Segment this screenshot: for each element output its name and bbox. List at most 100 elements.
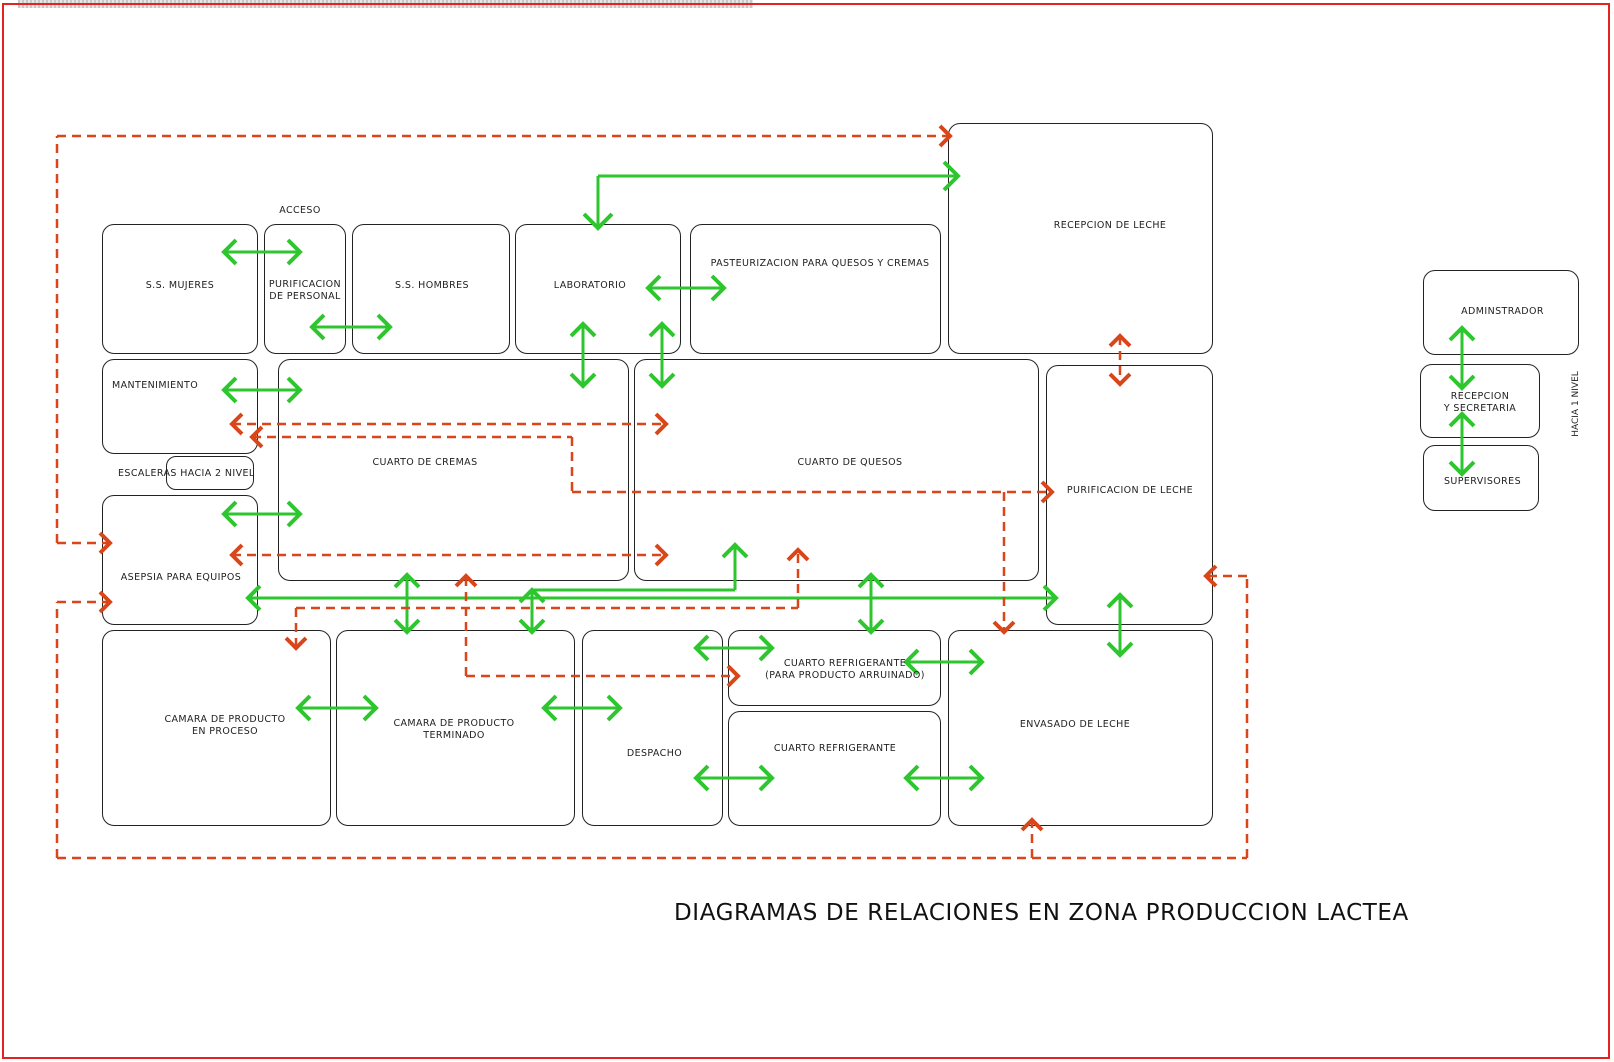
green-arrow-head <box>1106 592 1134 609</box>
green-arrow-head <box>582 212 614 231</box>
room-purificacion-personal <box>264 224 346 354</box>
green-arrow-head <box>942 160 961 192</box>
diagram-title: DIAGRAMAS DE RELACIONES EN ZONA PRODUCCI… <box>674 900 1409 926</box>
green-arrow-head <box>309 313 326 341</box>
label-ss-hombres: S.S. HOMBRES <box>395 280 469 291</box>
room-recepcion-leche <box>948 123 1213 354</box>
label-pasteurizacion: PASTEURIZACION PARA QUESOS Y CREMAS <box>710 258 930 269</box>
room-supervisores <box>1423 445 1539 511</box>
label-camara-proceso: CAMARA DE PRODUCTO EN PROCESO <box>164 714 286 737</box>
green-arrow-head <box>569 372 597 389</box>
green-arrow-head <box>758 764 775 792</box>
label-recepcion-leche: RECEPCION DE LECHE <box>1053 220 1167 231</box>
green-arrow-head <box>758 634 775 662</box>
green-arrow-head <box>393 618 421 635</box>
green-arrow-head <box>903 648 920 676</box>
green-arrow-head <box>518 618 546 635</box>
room-camara-terminado <box>336 630 575 826</box>
green-arrow-head <box>541 694 558 722</box>
red-arrow-head <box>249 425 264 449</box>
room-camara-proceso <box>102 630 331 826</box>
label-purificacion-personal: PURIFICACION DE PERSONAL <box>268 279 342 302</box>
label-recepcion-secretaria: RECEPCION Y SECRETARIA <box>1443 391 1517 414</box>
label-despacho: DESPACHO <box>626 748 683 759</box>
label-mantenimiento: MANTENIMIENTO <box>112 380 199 391</box>
drawing-frame <box>2 3 1610 1059</box>
red-arrow-head <box>229 412 244 436</box>
red-arrow-head <box>284 636 308 651</box>
green-arrow-head <box>362 694 379 722</box>
green-arrow-head <box>286 500 303 528</box>
red-arrow-head <box>726 664 741 688</box>
label-refrigerante: CUARTO REFRIGERANTE <box>773 743 897 754</box>
red-arrow-head <box>229 543 244 567</box>
room-asepsia <box>102 495 258 625</box>
green-arrow-head <box>295 694 312 722</box>
green-arrow-head <box>569 321 597 338</box>
green-arrow-head <box>857 618 885 635</box>
red-arrow-head <box>654 412 669 436</box>
red-arrow-head <box>1020 817 1044 832</box>
green-arrow-head <box>221 238 238 266</box>
label-acceso: ACCESO <box>279 205 321 216</box>
green-arrow-head <box>376 313 393 341</box>
room-escaleras <box>166 456 254 490</box>
green-arrow-head <box>1042 584 1059 612</box>
red-arrow-head <box>1108 372 1132 387</box>
label-escaleras: ESCALERAS HACIA 2 NIVEL <box>118 468 255 479</box>
green-arrow-head <box>286 238 303 266</box>
label-refrigerante-arruinado: CUARTO REFRIGERANTE (PARA PRODUCTO ARRUI… <box>765 658 925 681</box>
green-arrow-head <box>645 274 662 302</box>
red-arrow-head <box>98 590 113 614</box>
green-arrow-head <box>710 274 727 302</box>
green-arrow-head <box>1448 325 1476 342</box>
label-adminstrador: ADMINSTRADOR <box>1461 306 1544 317</box>
room-despacho <box>582 630 723 826</box>
room-mantenimiento <box>102 359 258 454</box>
red-arrow-head <box>454 573 478 588</box>
label-ss-mujeres: S.S. MUJERES <box>145 280 215 291</box>
room-ss-hombres <box>352 224 510 354</box>
red-arrow-head <box>654 543 669 567</box>
label-cuarto-quesos: CUARTO DE QUESOS <box>797 457 903 468</box>
red-arrow-head <box>98 531 113 555</box>
green-arrow-head <box>968 648 985 676</box>
label-cuarto-cremas: CUARTO DE CREMAS <box>372 457 478 468</box>
green-arrow-head <box>393 572 421 589</box>
label-asepsia: ASEPSIA PARA EQUIPOS <box>120 572 242 583</box>
green-arrow-head <box>903 764 920 792</box>
green-arrow-head <box>1106 641 1134 658</box>
label-camara-terminado: CAMARA DE PRODUCTO TERMINADO <box>393 718 515 741</box>
label-supervisores: SUPERVISORES <box>1443 476 1522 487</box>
room-ss-mujeres <box>102 224 258 354</box>
green-arrow-head <box>606 694 623 722</box>
green-arrow-head <box>221 500 238 528</box>
label-laboratorio: LABORATORIO <box>553 280 627 291</box>
green-arrow-head <box>648 372 676 389</box>
green-arrow-head <box>968 764 985 792</box>
label-purificacion-leche: PURIFICACION DE LECHE <box>1066 485 1194 496</box>
red-arrow-head <box>786 547 810 562</box>
red-arrow-head <box>1203 564 1218 588</box>
room-recepcion-secretaria <box>1420 364 1540 438</box>
room-cuarto-cremas <box>278 359 629 581</box>
green-arrow-head <box>286 376 303 404</box>
red-arrow-head <box>1108 333 1132 348</box>
green-arrow-head <box>221 376 238 404</box>
green-arrow-head <box>857 572 885 589</box>
red-arrow-head <box>938 124 953 148</box>
room-envasado <box>948 630 1213 826</box>
label-envasado: ENVASADO DE LECHE <box>1019 719 1131 730</box>
green-arrow-head <box>1448 374 1476 391</box>
green-arrow-head <box>245 584 262 612</box>
red-arrow-head <box>1040 480 1055 504</box>
label-hacia-nivel: HACIA 1 NIVEL <box>1570 371 1581 437</box>
green-arrow-head <box>1448 411 1476 428</box>
green-arrow-head <box>1448 460 1476 477</box>
room-cuarto-quesos <box>634 359 1039 581</box>
green-arrow-head <box>648 321 676 338</box>
room-refrigerante <box>728 711 941 826</box>
green-arrow-head <box>693 634 710 662</box>
